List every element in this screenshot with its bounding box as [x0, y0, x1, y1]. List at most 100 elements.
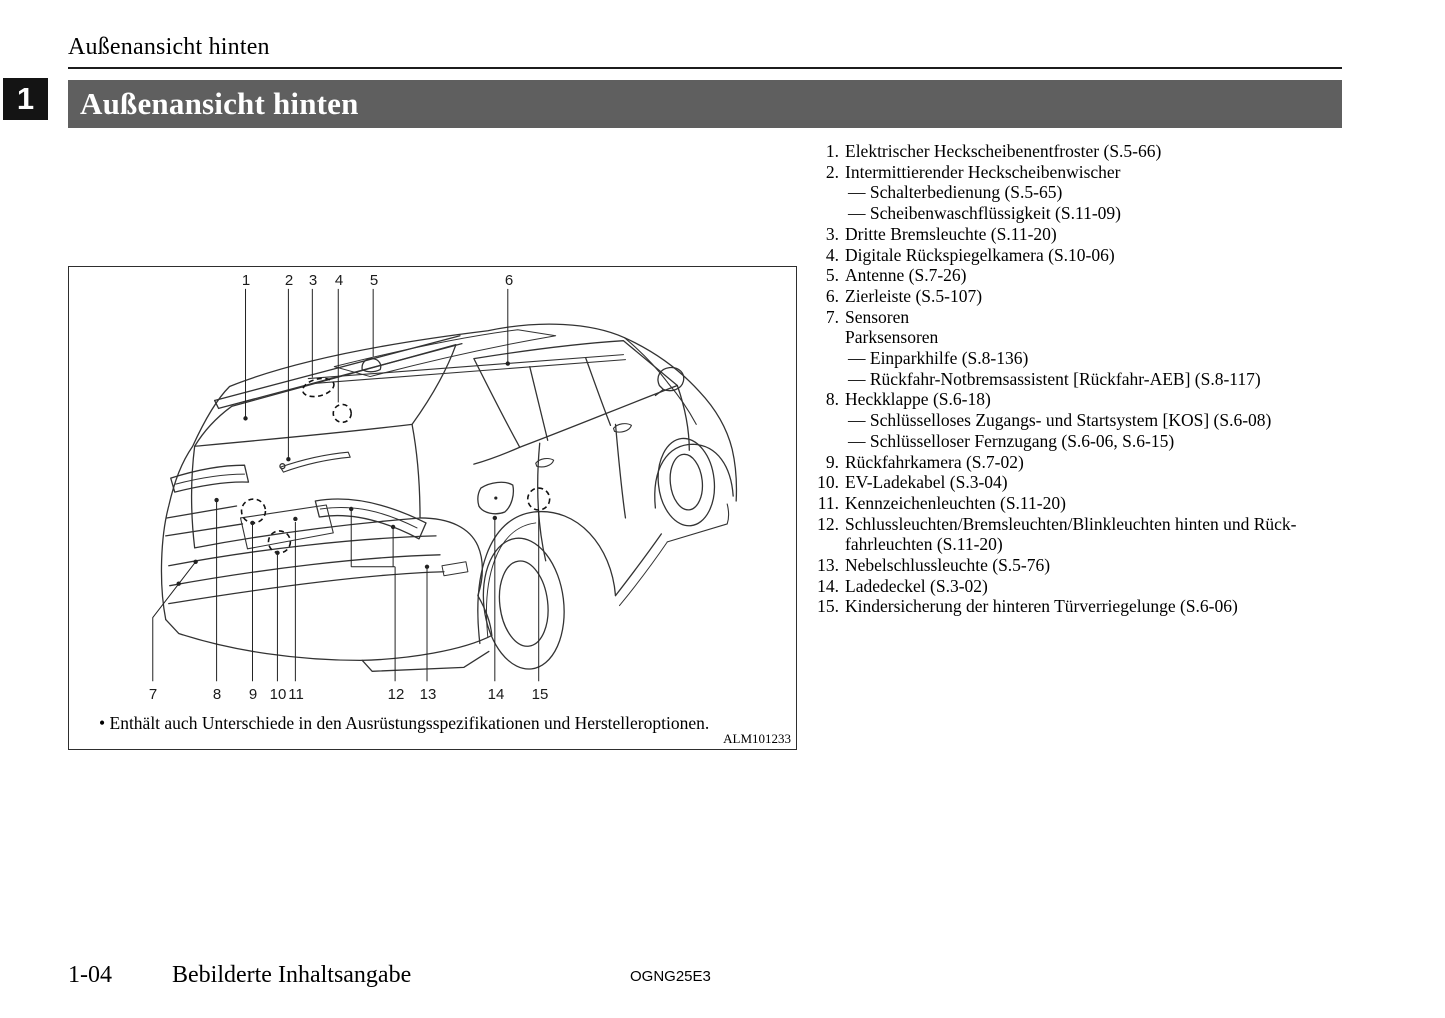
callout-label: 8	[212, 686, 222, 703]
parts-list-number	[811, 431, 839, 452]
parts-list-text: — Schlüsselloses Zugangs- und Startsyste…	[848, 410, 1272, 431]
parts-list-number	[811, 410, 839, 431]
parts-list-text: EV-Ladekabel (S.3-04)	[845, 472, 1008, 493]
parts-list-row: 12.Schlussleuchten/Bremsleuchten/Blinkle…	[811, 514, 1356, 535]
callout-label: 11	[288, 686, 304, 703]
callout-label: 7	[148, 686, 158, 703]
figure-code: ALM101233	[723, 731, 791, 746]
parts-list-number: 3.	[825, 223, 839, 244]
car-body	[160, 323, 738, 672]
parts-list-row: 4. Digitale Rückspiegelkamera (S.10-06)	[811, 245, 1356, 266]
parts-list-row: 9. Rückfahrkamera (S.7-02)	[811, 452, 1356, 473]
callout-label: 3	[308, 272, 318, 289]
parts-list-number: 5.	[825, 265, 839, 286]
callout-label: 1	[241, 272, 251, 289]
parts-list-text: Nebelschlussleuchte (S.5-76)	[845, 555, 1051, 576]
parts-list-row: 5. Antenne (S.7-26)	[811, 265, 1356, 286]
child-lock-marker	[526, 487, 551, 511]
parts-list-row: — Schalterbedienung (S.5-65)	[811, 182, 1356, 203]
page-title: Außenansicht hinten	[80, 86, 359, 121]
rear-camera-marker	[240, 498, 267, 524]
callout-label: 6	[504, 272, 514, 289]
parts-list-text: Heckklappe (S.6-18)	[845, 389, 991, 410]
parts-list-text: Dritte Bremsleuchte (S.11-20)	[845, 223, 1057, 244]
parts-list-text: Parksensoren	[845, 327, 939, 348]
parts-list-text: Digitale Rückspiegelkamera (S.10-06)	[845, 244, 1115, 265]
parts-list-row: — Schlüsselloser Fernzugang (S.6-06, S.6…	[811, 431, 1356, 452]
parts-list-row: — Rückfahr-Notbremsassistent [Rückfahr-A…	[811, 369, 1356, 390]
parts-list-number: 9.	[825, 451, 839, 472]
parts-list-row: 6.Zierleiste (S.5-107)	[811, 286, 1356, 307]
parts-list-text: Ladedeckel (S.3-02)	[845, 575, 988, 596]
parts-list-text: Rückfahrkamera (S.7-02)	[845, 451, 1024, 472]
parts-list-text: — Scheibenwaschflüssigkeit (S.11-09)	[848, 203, 1121, 224]
parts-list-number: 10.	[817, 472, 839, 493]
leader-dots	[176, 361, 510, 586]
parts-list-row: 13. Nebelschlussleuchte (S.5-76)	[811, 555, 1356, 576]
callout-label: 10	[269, 686, 287, 703]
vehicle-rear-diagram	[152, 288, 738, 682]
footer-section-name: Bebilderte Inhaltsangabe	[172, 962, 412, 988]
parts-list-number: 15.	[817, 596, 839, 617]
parts-list-number	[811, 534, 839, 555]
chapter-number: 1	[16, 81, 35, 116]
parts-list-row: 3. Dritte Bremsleuchte (S.11-20)	[811, 224, 1356, 245]
parts-list-text: — Rückfahr-Notbremsassistent [Rückfahr-A…	[848, 368, 1261, 389]
parts-list-row: — Einparkhilfe (S.8-136)	[811, 348, 1356, 369]
parts-list-text: — Einparkhilfe (S.8-136)	[848, 348, 1029, 369]
parts-list-number: 7.	[825, 306, 839, 327]
parts-list-number: 8.	[825, 389, 839, 410]
parts-list-number	[811, 348, 839, 369]
parts-list: 1. Elektrischer Heckscheibenentfroster (S…	[811, 141, 1356, 617]
callout-label: 15	[531, 686, 549, 703]
parts-list-text: Kennzeichenleuchten (S.11-20)	[845, 492, 1066, 513]
footer-page-number: 1-04	[68, 962, 112, 988]
parts-list-text: Intermittierender Heckscheibenwischer	[845, 161, 1121, 182]
parts-list-text: Schlussleuchten/Bremsleuchten/Blinkleuch…	[845, 513, 1297, 534]
callout-label: 9	[248, 686, 258, 703]
parts-list-row: — Schlüsselloses Zugangs- und Startsyste…	[811, 410, 1356, 431]
rearview-camera-marker	[332, 403, 353, 424]
callout-label: 14	[487, 686, 505, 703]
parts-list-text: Elektrischer Heckscheibenentfroster (S.5…	[845, 141, 1162, 161]
parts-list-row: 7. Sensoren	[811, 307, 1356, 328]
parts-list-row: 10. EV-Ladekabel (S.3-04)	[811, 472, 1356, 493]
parts-list-text: — Schalterbedienung (S.5-65)	[848, 182, 1063, 203]
section-title-bar: Außenansicht hinten	[68, 80, 1342, 128]
parts-list-text: — Schlüsselloser Fernzugang (S.6-06, S.6…	[848, 430, 1175, 451]
parts-list-number: 2.	[825, 161, 839, 182]
parts-list-row: Parksensoren	[811, 327, 1356, 348]
parts-list-text: fahrleuchten (S.11-20)	[845, 534, 1003, 555]
parts-list-text: Sensoren	[845, 306, 910, 327]
parts-list-row: 8. Heckklappe (S.6-18)	[811, 389, 1356, 410]
parts-list-number: 1.	[825, 141, 839, 161]
header-rule	[68, 67, 1342, 69]
parts-list-text: Antenne (S.7-26)	[845, 265, 967, 286]
footer-doc-code: OGNG25E3	[630, 968, 711, 985]
callout-label: 12	[387, 686, 405, 703]
parts-list-text: Kindersicherung der hinteren Türverriege…	[845, 596, 1238, 617]
parts-list-row: 14.Ladedeckel (S.3-02)	[811, 576, 1356, 597]
parts-list-number: 4.	[825, 244, 839, 265]
third-brake-light-marker	[301, 377, 335, 398]
figure-box: 1 2 3 4 5 6 7 8 9 10 11 12 13 14 15 • En…	[68, 266, 797, 750]
parts-list-number: 11.	[817, 492, 839, 513]
parts-list-row: 11. Kennzeichenleuchten (S.11-20)	[811, 493, 1356, 514]
parts-list-number	[811, 203, 839, 224]
callout-label: 4	[334, 272, 344, 289]
parts-list-row: 2. Intermittierender Heckscheibenwischer	[811, 162, 1356, 183]
parts-list-number: 6.	[825, 285, 839, 306]
parts-list-row: 1. Elektrischer Heckscheibenentfroster (S…	[811, 141, 1356, 162]
chapter-number-box: 1	[3, 78, 48, 120]
leader-lines	[152, 288, 540, 682]
figure-note: • Enthält auch Unterschiede in den Ausrü…	[99, 713, 710, 733]
parts-list-row: fahrleuchten (S.11-20)	[811, 534, 1356, 555]
parts-list-number	[811, 369, 839, 390]
callout-label: 13	[419, 686, 437, 703]
parts-list-number: 13.	[817, 555, 839, 576]
breadcrumb: Außenansicht hinten	[68, 34, 270, 60]
parts-list-row: — Scheibenwaschflüssigkeit (S.11-09)	[811, 203, 1356, 224]
parts-list-number	[811, 182, 839, 203]
callout-label: 5	[369, 272, 379, 289]
